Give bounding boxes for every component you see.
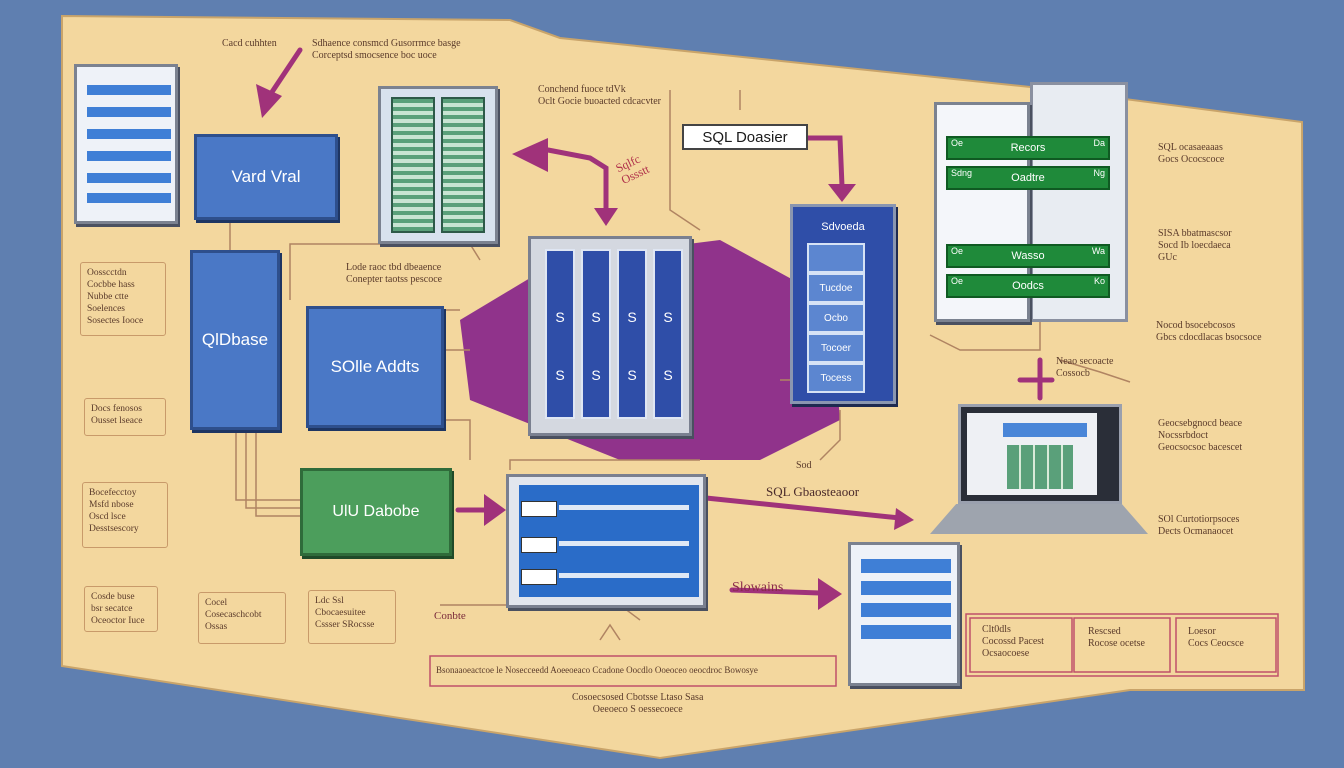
tower-row: Tocoer	[807, 333, 865, 363]
connector-lines	[229, 90, 1131, 641]
bottom-bar-frame	[429, 655, 837, 687]
laptop-base	[930, 504, 1148, 534]
tower-row	[807, 243, 865, 273]
top-left-label: Sdhaence consmcd Gusorrmce basge Corcept…	[312, 38, 461, 61]
contie-label: Conbte	[434, 610, 466, 622]
bottom-caption: Cosoecsosed Cbotsse Ltaso Sasa Oeeoeco S…	[572, 692, 704, 715]
bottom-right-document	[848, 542, 960, 686]
top-center-label: Conchend fuoce tdVk Oclt Gocie buoacted …	[538, 84, 661, 107]
qldbase-box: QlDbase	[190, 250, 280, 430]
tower-row: Tocess	[807, 363, 865, 393]
tower-row: Tucdoe	[807, 273, 865, 303]
laptop-screen	[958, 404, 1122, 504]
top-left-small-label: Cacd cuhhten	[222, 38, 277, 49]
left-document	[74, 64, 178, 224]
sql-header-box: SQL Doasier	[682, 124, 808, 150]
bottom-bar-text: Bsonaaoeactcoe le Nosecceedd Aoeeoeaco C…	[436, 665, 758, 675]
small-label: Sod	[796, 460, 812, 471]
tower-row: Ocbo	[807, 303, 865, 333]
server-tower: Sdvoeda Tucdoe Ocbo Tocoer Tocess	[790, 204, 896, 404]
slowains-label: Slowains	[732, 580, 784, 595]
vard-box: Vard Vral	[194, 134, 338, 220]
ulu-box: UlU Dabobe	[300, 468, 452, 556]
solle-box: SOlle Addts	[306, 306, 444, 428]
mid-label: Lode raoc tbd dbeaence Conepter taotss p…	[346, 262, 443, 285]
server-rack-image	[378, 86, 498, 244]
middle-table	[506, 474, 706, 608]
tower-title: Sdvoeda	[821, 221, 865, 233]
sql-arrow-label: SQL Gbaosteaoor	[766, 484, 860, 499]
